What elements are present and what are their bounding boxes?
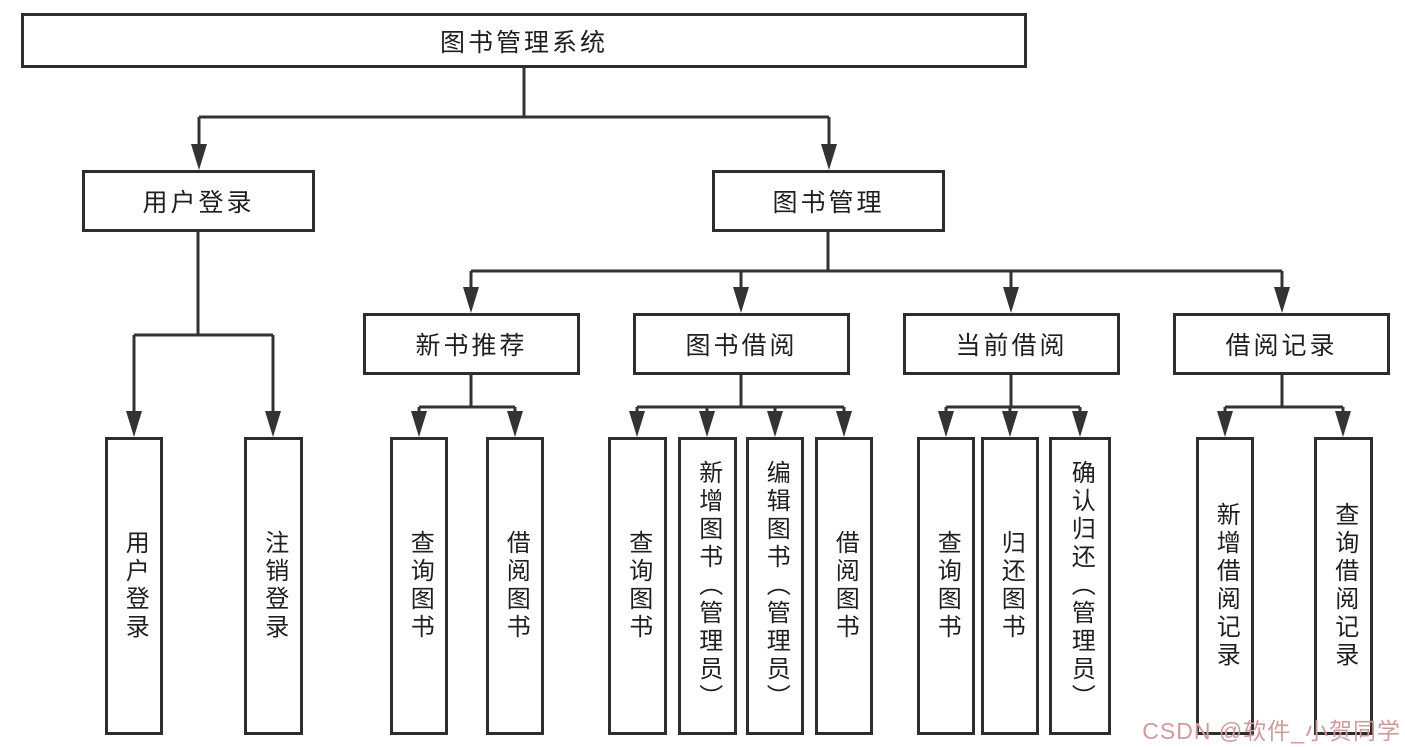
connector-current-borrow-children (944, 375, 1082, 413)
node-label: 新书推荐 (415, 332, 528, 360)
arrowhead (1072, 411, 1088, 437)
leaf-query-borrow-record: 查询借阅记录 (1314, 437, 1373, 735)
node-book-management: 图书管理 (712, 170, 945, 232)
leaf-label: 注销登录 (260, 530, 288, 642)
arrowhead (411, 411, 427, 437)
leaf-borrow-book: 借阅图书 (815, 437, 873, 735)
leaf-edit-book-admin: 编辑图书（管理员） (746, 437, 804, 735)
leaf-user-login: 用户登录 (105, 437, 163, 735)
connector-root-to-level2 (197, 68, 831, 146)
node-book-borrow: 图书借阅 (633, 313, 850, 375)
node-borrow-record: 借阅记录 (1173, 313, 1390, 375)
csdn-watermark: CSDN @软件_小贺同学 (1142, 718, 1401, 744)
leaf-label: 新增借阅记录 (1212, 502, 1240, 670)
leaf-add-borrow-record: 新增借阅记录 (1196, 437, 1254, 735)
arrowhead-leaf-login (126, 411, 142, 437)
leaf-logout: 注销登录 (244, 437, 303, 735)
leaf-borrow-book: 借阅图书 (486, 437, 544, 735)
arrowhead (1002, 411, 1018, 437)
node-label: 图书管理 (772, 189, 885, 217)
leaf-label: 借阅图书 (502, 530, 530, 642)
arrowhead (1217, 411, 1233, 437)
leaf-label: 查询图书 (933, 530, 961, 642)
node-current-borrow: 当前借阅 (903, 313, 1120, 375)
arrowhead (767, 411, 783, 437)
arrowhead-current-borrow (1003, 287, 1019, 313)
leaf-label: 查询图书 (406, 530, 434, 642)
connector-borrow-record-children (1223, 375, 1345, 413)
node-label: 图书管理系统 (439, 28, 608, 57)
leaf-label: 确认归还（管理员） (1067, 460, 1095, 712)
leaf-label: 编辑图书（管理员） (762, 460, 790, 712)
node-label: 借阅记录 (1225, 332, 1338, 360)
connector-book-borrow-children (635, 375, 846, 413)
connector-user-login-children (132, 232, 275, 413)
leaf-query-book: 查询图书 (608, 437, 667, 735)
arrowhead-borrow-record (1274, 287, 1290, 313)
leaf-label: 查询借阅记录 (1330, 502, 1358, 670)
arrowhead (938, 411, 954, 437)
leaf-label: 用户登录 (121, 530, 149, 642)
arrowhead-book-mgmt (821, 144, 837, 170)
node-root-system: 图书管理系统 (21, 13, 1027, 68)
leaf-query-book: 查询图书 (390, 437, 448, 735)
arrowhead (1335, 411, 1351, 437)
arrowhead-new-book (463, 287, 479, 313)
node-label: 用户登录 (142, 189, 255, 217)
leaf-query-book: 查询图书 (917, 437, 975, 735)
node-label: 图书借阅 (685, 332, 798, 360)
leaf-add-book-admin: 新增图书（管理员） (678, 437, 737, 735)
connector-book-mgmt-children (469, 232, 1284, 289)
leaf-return-book: 归还图书 (981, 437, 1039, 735)
arrowhead-user-login (191, 144, 207, 170)
connector-new-book-children (417, 375, 517, 413)
leaf-confirm-return-admin: 确认归还（管理员） (1049, 437, 1111, 735)
arrowhead (507, 411, 523, 437)
arrowhead (629, 411, 645, 437)
arrowhead (836, 411, 852, 437)
arrowhead (699, 411, 715, 437)
leaf-label: 查询图书 (624, 530, 652, 642)
leaf-label: 归还图书 (997, 530, 1025, 642)
node-label: 当前借阅 (955, 332, 1068, 360)
arrowhead-book-borrow (733, 287, 749, 313)
node-user-login: 用户登录 (82, 170, 315, 232)
leaf-label: 借阅图书 (831, 530, 859, 642)
arrowhead-leaf-logout (265, 411, 281, 437)
leaf-label: 新增图书（管理员） (694, 460, 722, 712)
node-new-book-recommend: 新书推荐 (363, 313, 580, 375)
